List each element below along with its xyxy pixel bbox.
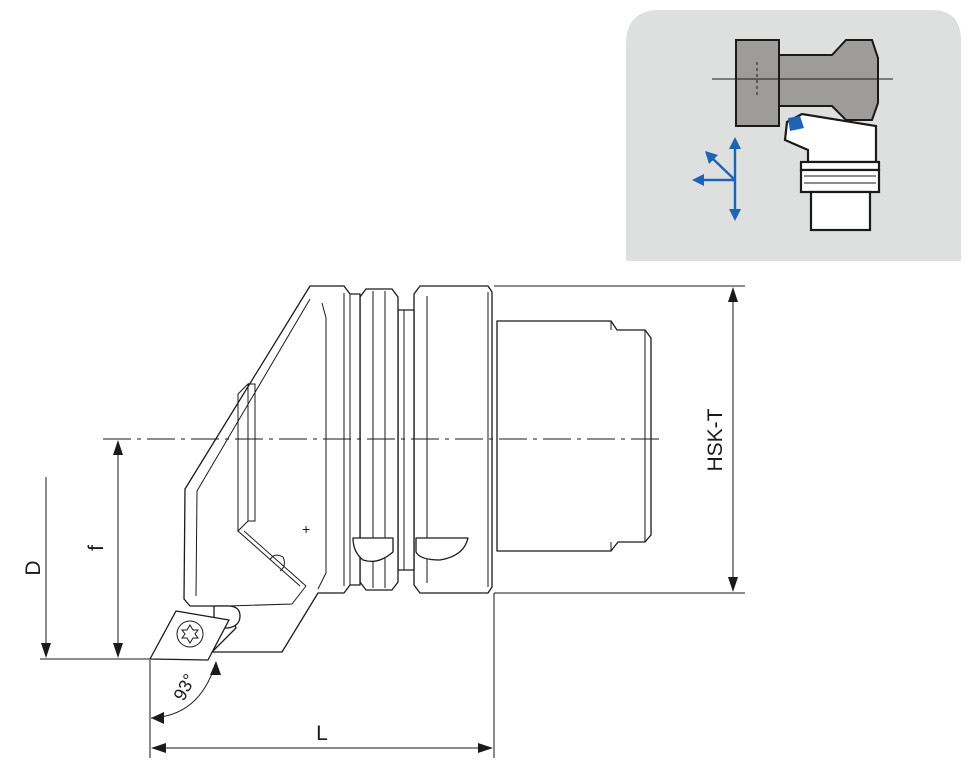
hsk-dimension: HSK-T [494,285,745,594]
f-label: f [85,545,108,551]
tool-holder-body: + [149,285,652,661]
inset-insert [788,116,804,131]
d-dimension: D [22,477,150,660]
f-dimension: f [85,440,123,658]
angle-label: 93° [169,670,199,703]
inset-workpiece [778,39,879,121]
l-dimension: L [149,593,495,758]
operation-inset [626,10,961,261]
coolant-lug-right [415,537,469,561]
feed-direction-arrows-icon [692,137,741,221]
angled-facet [195,298,311,597]
v-groove [397,309,415,571]
angle-dimension: 93° [150,661,221,724]
holder-body [183,285,361,653]
l-label: L [316,722,328,745]
d-label: D [22,560,45,575]
hsk-label: HSK-T [704,408,727,471]
center-mark: + [302,521,310,537]
coolant-lug-left [352,537,394,563]
insert-screw [176,620,204,648]
hsk-taper-shank [496,320,652,552]
torx-screw-icon [181,624,199,644]
cutting-insert [149,610,230,661]
